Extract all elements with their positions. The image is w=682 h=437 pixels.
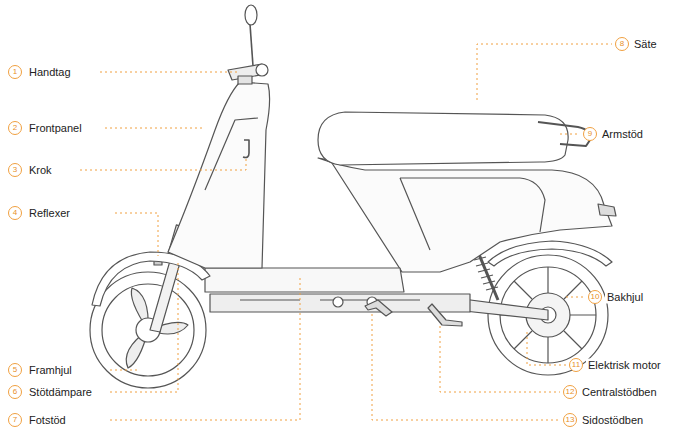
- leader-line: [80, 158, 246, 170]
- part-label: Stötdämpare: [27, 386, 94, 399]
- callout-number: 8: [615, 37, 629, 51]
- side-stand: [365, 300, 392, 316]
- callout-number: 6: [8, 385, 22, 399]
- leader-line: [110, 370, 140, 371]
- leader-line: [372, 314, 560, 420]
- callout-number: 13: [563, 413, 577, 427]
- part-label: Bakhjul: [605, 291, 645, 304]
- leader-line: [110, 276, 300, 420]
- center-stand: [428, 304, 462, 326]
- callout-number: 3: [8, 163, 22, 177]
- front-tire: [90, 272, 206, 388]
- tail-light: [598, 204, 616, 216]
- leader-line: [110, 262, 178, 392]
- floorboard: [205, 268, 404, 292]
- callout-number: 10: [588, 290, 602, 304]
- hook: [243, 140, 249, 158]
- leader-line: [100, 72, 238, 73]
- callout-number: 12: [563, 385, 577, 399]
- leader-line: [440, 326, 560, 392]
- part-label: Reflexer: [27, 207, 72, 220]
- callout-number: 4: [8, 206, 22, 220]
- part-label: Elektrisk motor: [586, 359, 663, 372]
- leader-line: [105, 128, 205, 129]
- part-label: Frontpanel: [27, 122, 84, 135]
- callout-number: 2: [8, 121, 22, 135]
- control-switch: [238, 76, 252, 84]
- callout-number: 7: [8, 413, 22, 427]
- leader-line: [115, 213, 158, 256]
- part-label: Krok: [27, 164, 54, 177]
- part-label: Centralstödben: [580, 386, 659, 399]
- front-panel: [168, 82, 270, 268]
- seat: [318, 112, 568, 165]
- callout-number: 11: [569, 358, 583, 372]
- front-panel-line: [205, 118, 258, 190]
- part-label: Framhjul: [27, 364, 74, 377]
- front-rim: [102, 284, 194, 376]
- leader-lines: [80, 44, 612, 420]
- mirror-stem: [250, 24, 253, 66]
- frame-detail: [240, 299, 420, 300]
- grip: [256, 64, 268, 76]
- callout-number: 9: [583, 127, 597, 141]
- part-label: Armstöd: [600, 128, 645, 141]
- part-label: Säte: [632, 38, 659, 51]
- leader-line: [527, 332, 566, 365]
- scooter-body: [90, 5, 616, 388]
- rear-body-panel: [318, 158, 612, 272]
- mirror: [245, 5, 257, 25]
- callout-number: 1: [8, 65, 22, 79]
- frame-bolt: [333, 297, 343, 307]
- leader-line: [560, 134, 580, 135]
- leader-line: [566, 297, 585, 298]
- rear-fender: [488, 241, 612, 266]
- part-label: Sidostödben: [580, 414, 645, 427]
- body-panel-line: [400, 178, 545, 250]
- part-label: Handtag: [27, 66, 73, 79]
- leader-line: [477, 44, 612, 100]
- part-label: Fotstöd: [27, 414, 68, 427]
- callout-number: 5: [8, 363, 22, 377]
